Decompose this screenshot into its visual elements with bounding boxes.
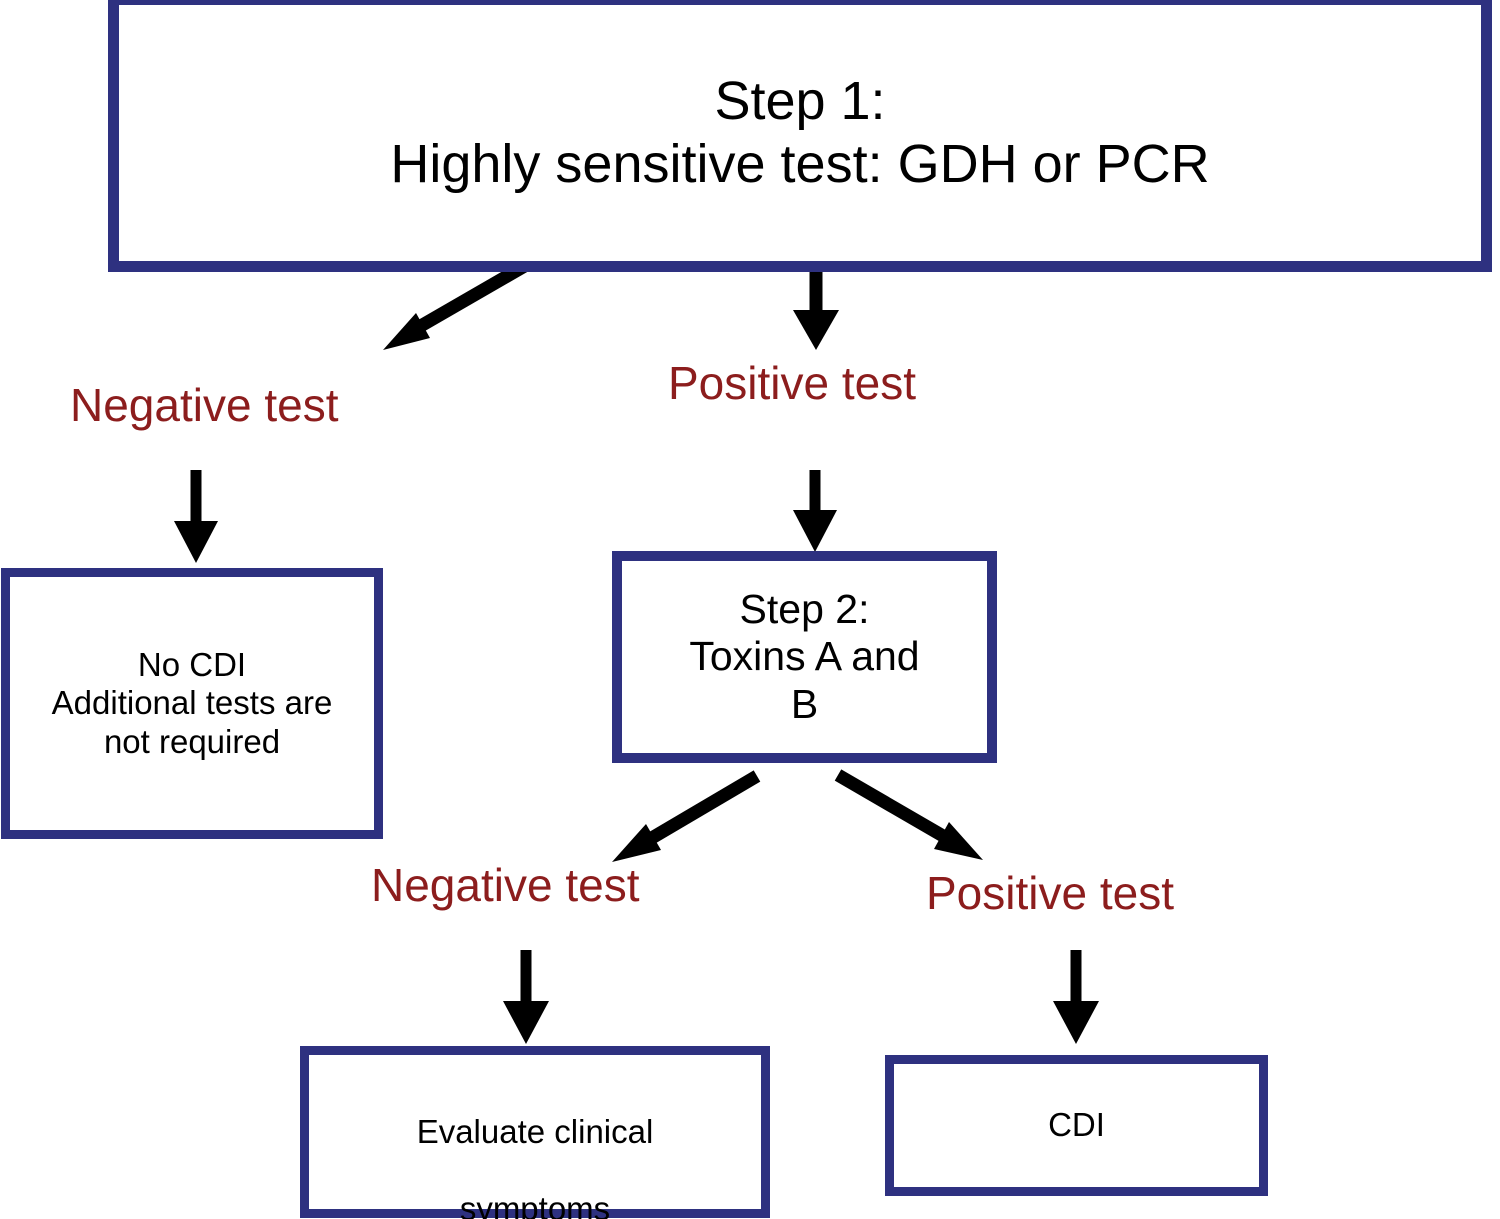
edge-label-step1-negative: Negative test	[70, 379, 339, 431]
edge-label-step1-positive: Positive test	[668, 357, 916, 409]
arrow-step1-to-negative	[383, 254, 539, 350]
node-evaluate-line-1: Evaluate clinical	[416, 1113, 654, 1151]
node-evaluate-line-2: symptoms	[459, 1189, 611, 1219]
node-step-2[interactable]: Step 2: Toxins A and B	[612, 551, 997, 763]
node-step-1-label: Step 1: Highly sensitive test: GDH or PC…	[390, 71, 1210, 194]
arrow-step1-to-positive	[793, 262, 839, 350]
node-step-2-label: Step 2: Toxins A and B	[689, 585, 920, 727]
node-evaluate-label: Evaluate clinical symptoms CDI or C. dif…	[309, 1055, 761, 1219]
arrow-step2-to-positive	[834, 769, 983, 860]
edge-label-step2-negative: Negative test	[371, 859, 640, 911]
arrow-negative-to-no-cdi	[174, 470, 218, 563]
node-cdi-label: CDI	[1048, 1106, 1105, 1144]
node-cdi[interactable]: CDI	[885, 1055, 1268, 1196]
node-evaluate-clinical-symptoms[interactable]: Evaluate clinical symptoms CDI or C. dif…	[300, 1046, 770, 1219]
edge-label-step2-positive: Positive test	[926, 867, 1174, 919]
arrow-positive-to-cdi	[1053, 950, 1099, 1044]
arrow-step2-to-negative	[612, 770, 761, 862]
arrow-negative-to-evaluate	[503, 950, 549, 1044]
node-no-cdi-label: No CDI Additional tests are not required	[51, 646, 333, 760]
node-no-cdi[interactable]: No CDI Additional tests are not required	[1, 568, 383, 839]
arrow-positive-to-step2	[793, 470, 837, 552]
node-step-1[interactable]: Step 1: Highly sensitive test: GDH or PC…	[108, 0, 1492, 272]
